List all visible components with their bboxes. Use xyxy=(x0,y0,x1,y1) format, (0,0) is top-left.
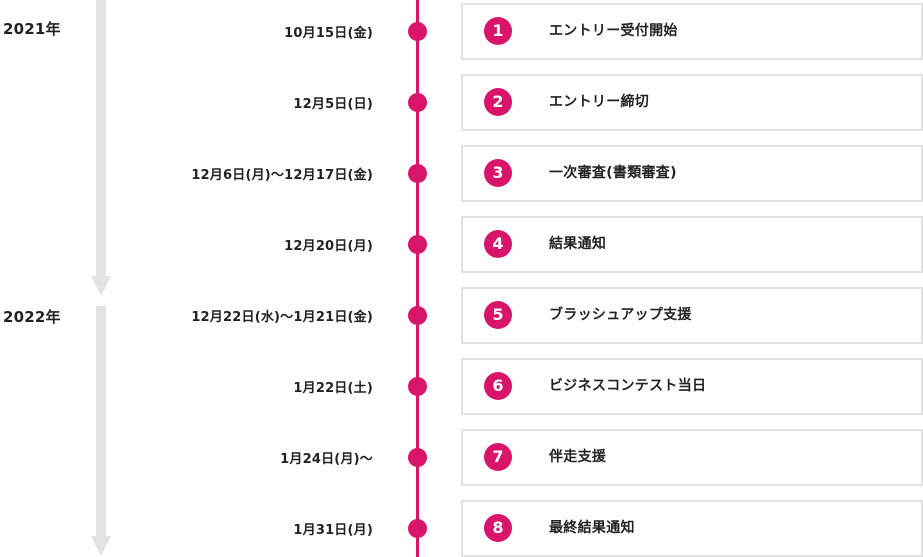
step-number-badge: 1 xyxy=(484,17,512,45)
step-card: 5 ブラッシュアップ支援 xyxy=(461,287,923,344)
step-number-badge: 2 xyxy=(484,88,512,116)
step-label: エントリー締切 xyxy=(549,94,650,110)
timeline-dot xyxy=(408,448,427,467)
timeline-step-3: 12月6日(月)〜12月17日(金) 3 一次審査(書類審査) xyxy=(0,145,923,202)
step-card: 1 エントリー受付開始 xyxy=(461,3,923,60)
step-label: ビジネスコンテスト当日 xyxy=(549,378,707,394)
step-date: 12月22日(水)〜1月21日(金) xyxy=(191,310,373,325)
year-label-2021: 2021年 xyxy=(3,20,61,38)
year-label-2022: 2022年 xyxy=(3,308,61,326)
step-number-badge: 8 xyxy=(484,514,512,542)
timeline-dot xyxy=(408,235,427,254)
timeline-dot xyxy=(408,164,427,183)
step-label: 一次審査(書類審査) xyxy=(549,165,677,181)
step-card: 7 伴走支援 xyxy=(461,429,923,486)
step-card: 6 ビジネスコンテスト当日 xyxy=(461,358,923,415)
step-card: 8 最終結果通知 xyxy=(461,500,923,557)
step-date: 10月15日(金) xyxy=(284,26,373,41)
step-label: 結果通知 xyxy=(549,236,607,252)
step-number-badge: 7 xyxy=(484,443,512,471)
timeline-step-7: 1月24日(月)〜 7 伴走支援 xyxy=(0,429,923,486)
step-date: 12月20日(月) xyxy=(284,239,373,254)
timeline-dot xyxy=(408,93,427,112)
timeline-step-2: 12月5日(日) 2 エントリー締切 xyxy=(0,74,923,131)
step-number-badge: 6 xyxy=(484,372,512,400)
step-label: 最終結果通知 xyxy=(549,520,635,536)
step-card: 2 エントリー締切 xyxy=(461,74,923,131)
step-date: 12月6日(月)〜12月17日(金) xyxy=(191,168,373,183)
step-date: 1月22日(土) xyxy=(293,381,373,396)
timeline-step-8: 1月31日(月) 8 最終結果通知 xyxy=(0,500,923,557)
step-number-badge: 4 xyxy=(484,230,512,258)
step-label: 伴走支援 xyxy=(549,449,607,465)
timeline-dot xyxy=(408,22,427,41)
timeline-step-1: 10月15日(金) 1 エントリー受付開始 xyxy=(0,3,923,60)
timeline-step-5: 12月22日(水)〜1月21日(金) 5 ブラッシュアップ支援 xyxy=(0,287,923,344)
timeline-dot xyxy=(408,519,427,538)
step-number-badge: 5 xyxy=(484,301,512,329)
step-label: ブラッシュアップ支援 xyxy=(549,307,692,323)
timeline-step-4: 12月20日(月) 4 結果通知 xyxy=(0,216,923,273)
step-card: 3 一次審査(書類審査) xyxy=(461,145,923,202)
timeline-dot xyxy=(408,306,427,325)
step-label: エントリー受付開始 xyxy=(549,23,678,39)
timeline-line xyxy=(416,0,419,557)
timeline-step-6: 1月22日(土) 6 ビジネスコンテスト当日 xyxy=(0,358,923,415)
step-date: 12月5日(日) xyxy=(293,97,373,112)
step-number-badge: 3 xyxy=(484,159,512,187)
step-date: 1月31日(月) xyxy=(293,523,373,538)
timeline-dot xyxy=(408,377,427,396)
step-date: 1月24日(月)〜 xyxy=(280,452,373,467)
step-card: 4 結果通知 xyxy=(461,216,923,273)
